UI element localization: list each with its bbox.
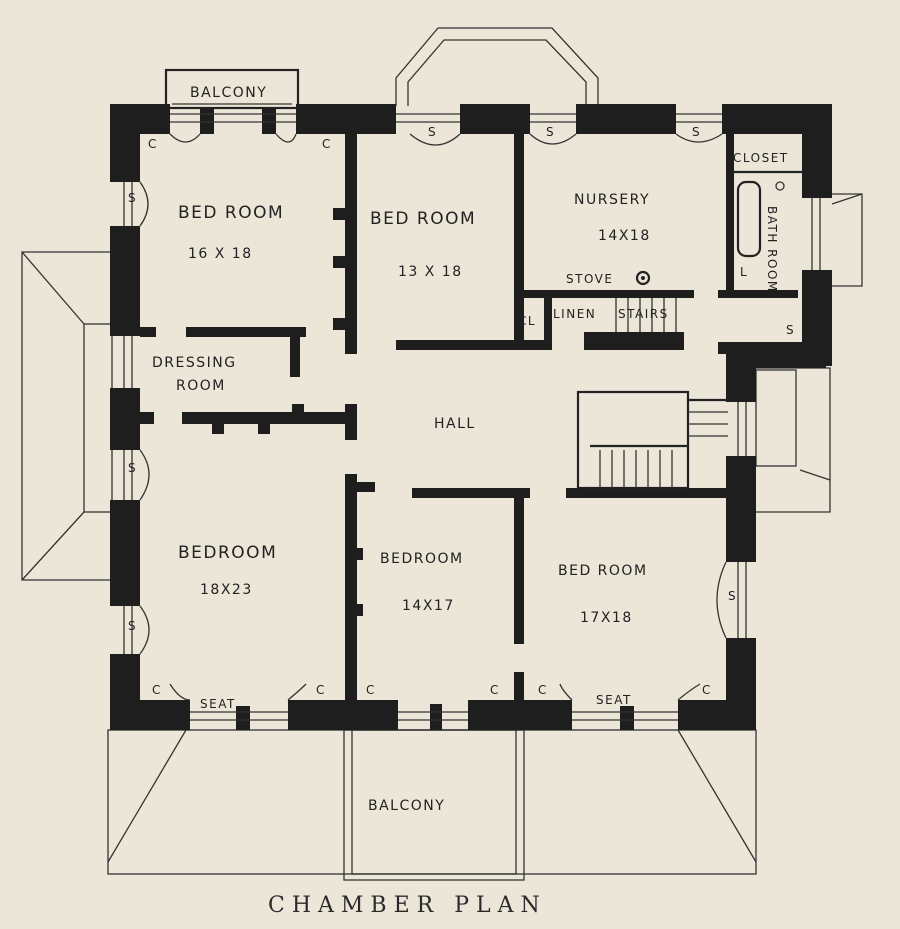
bedroom-se-name: BED ROOM [558, 563, 648, 579]
east-porch-roof [755, 367, 831, 513]
nursery-name: NURSERY [574, 192, 650, 208]
closet-mark: C [316, 683, 326, 697]
closet-mark: C [366, 683, 376, 697]
closet-mark: C [490, 683, 500, 697]
top-balcony-label: BALCONY [190, 85, 267, 101]
sink-mark: S [728, 589, 737, 603]
stove-label: STOVE [566, 272, 613, 286]
bedroom-s-size: 14X17 [402, 598, 455, 614]
linen-label: LINEN [553, 307, 596, 321]
north-bay-window [395, 27, 599, 106]
bedroom-n-name: BED ROOM [370, 209, 476, 229]
stove-icon [635, 270, 651, 286]
interior-walls [140, 134, 798, 700]
bedroom-nw-size: 16 X 18 [188, 246, 253, 262]
main-stair [576, 390, 730, 490]
bedroom-s-name: BEDROOM [380, 551, 464, 567]
seat-west-label: SEAT [200, 697, 236, 711]
attic-stair [615, 298, 677, 332]
sink-mark: S [786, 323, 795, 337]
bottom-balcony-label: BALCONY [368, 798, 445, 814]
closet-mark: C [538, 683, 548, 697]
sink-mark: S [692, 125, 701, 139]
top-balcony [164, 68, 300, 110]
plan-title: CHAMBER PLAN [268, 893, 547, 918]
windows [123, 113, 821, 721]
bathroom-label: BATH ROOM [765, 206, 779, 293]
closet-label: CLOSET [733, 151, 789, 165]
closet-mark: C [702, 683, 712, 697]
sink-mark: S [128, 191, 137, 205]
nursery-size: 14X18 [598, 228, 651, 244]
bedroom-nw-name: BED ROOM [178, 203, 284, 223]
cl-label: CL [518, 314, 536, 328]
bathtub [736, 180, 785, 258]
closet-mark: C [152, 683, 162, 697]
hall-label: HALL [434, 416, 476, 432]
west-porch-roof [21, 251, 113, 581]
lav-mark: L [740, 265, 748, 279]
east-bathroom-bay [831, 193, 863, 287]
closet-mark: C [322, 137, 332, 151]
seat-east-label: SEAT [596, 693, 632, 707]
door-swings [139, 133, 727, 701]
bedroom-sw-name: BEDROOM [178, 543, 277, 563]
dressing-label-1: DRESSING [152, 355, 237, 371]
closet-mark: C [148, 137, 158, 151]
outer-walls [110, 104, 832, 730]
bedroom-sw-size: 18X23 [200, 582, 253, 598]
sink-mark: S [546, 125, 555, 139]
bedroom-se-size: 17X18 [580, 610, 633, 626]
bedroom-n-size: 13 X 18 [398, 264, 463, 280]
stairs-label: STAIRS [618, 307, 669, 321]
sink-mark: S [128, 619, 137, 633]
dressing-label-2: ROOM [176, 378, 226, 394]
sink-mark: S [428, 125, 437, 139]
sink-mark: S [128, 461, 137, 475]
